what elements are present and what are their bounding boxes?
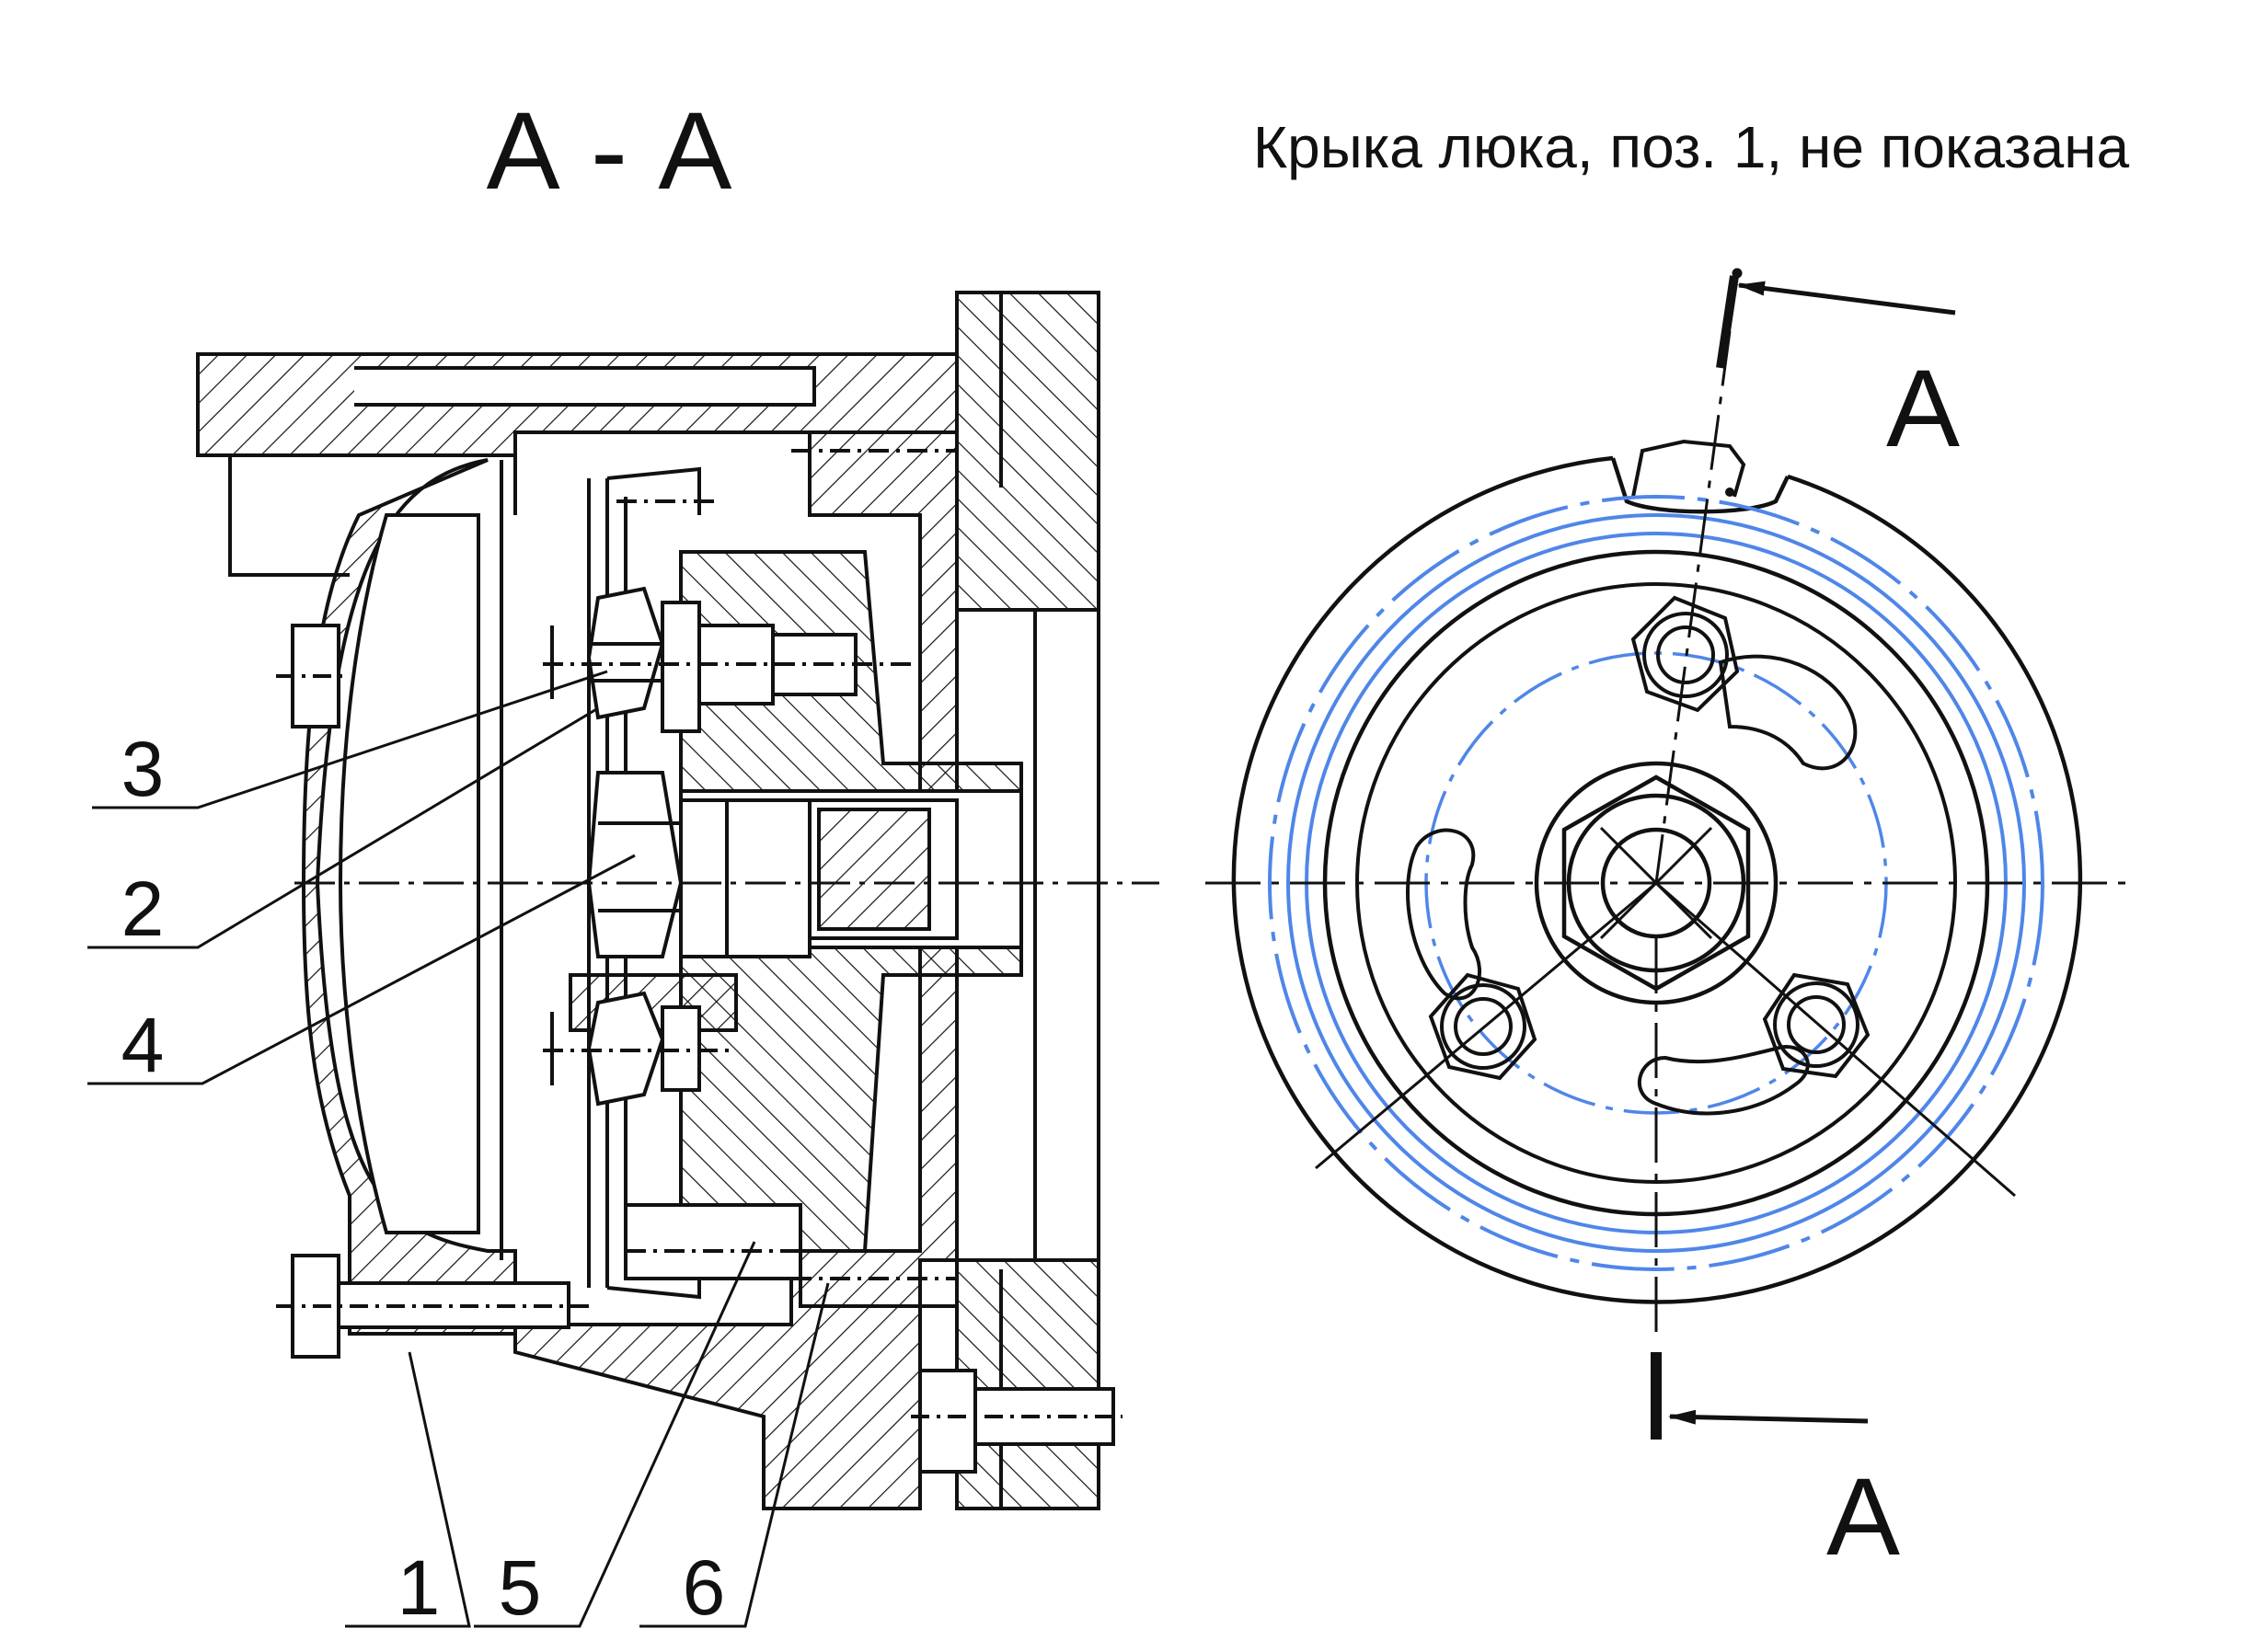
leader-1 [345,1351,471,1628]
lower-block [624,1203,957,1308]
nut-right [1762,972,1871,1079]
section-view [196,291,1159,1510]
front-view [1205,268,2135,1440]
section-mark-top: А [1886,347,1960,470]
slot-left [1406,828,1482,1001]
outer-ring [1231,455,2083,1304]
callout-leaders [87,670,830,1628]
cover-bolt-top [276,624,350,728]
nut-4 [586,771,812,958]
front-centerlines [1205,330,2135,1334]
callout-5: 5 [499,1544,542,1631]
housing [513,430,1023,1510]
callout-3: 3 [121,726,165,812]
slots [1406,654,1858,1116]
section-cut-top [1716,268,1956,369]
leader-6 [639,1282,830,1628]
slot-top-right [1718,654,1858,771]
section-mark-bottom: А [1826,1455,1900,1578]
top-flange [196,352,959,577]
hatch-cover [301,458,517,1336]
callout-4: 4 [121,1002,165,1088]
cover-bolt-bottom [276,1254,589,1359]
nut-lower [543,973,738,1107]
callout-labels: 3 2 4 1 5 6 [121,726,726,1631]
leader-5 [474,1241,756,1628]
nut-3 [543,586,911,733]
leader-4 [87,854,636,1085]
callout-6: 6 [683,1544,726,1631]
leader-2 [87,706,599,949]
callout-1: 1 [397,1544,441,1631]
top-rod [616,449,957,503]
notch-tab [1631,439,1746,498]
note-text: Крыка люка, поз. 1, не показана [1253,114,2130,180]
callout-2: 2 [121,866,165,952]
top-notch [1610,457,1790,514]
nut-left [1428,972,1537,1081]
section-cut-bottom [1651,1352,1869,1440]
section-title: А - А [487,89,732,212]
flange-bolt [911,1369,1122,1474]
blue-ring-2 [1286,513,2026,1253]
nut-top [1630,595,1740,713]
leader-3 [92,670,608,809]
blue-ring-outer [1268,495,2044,1271]
